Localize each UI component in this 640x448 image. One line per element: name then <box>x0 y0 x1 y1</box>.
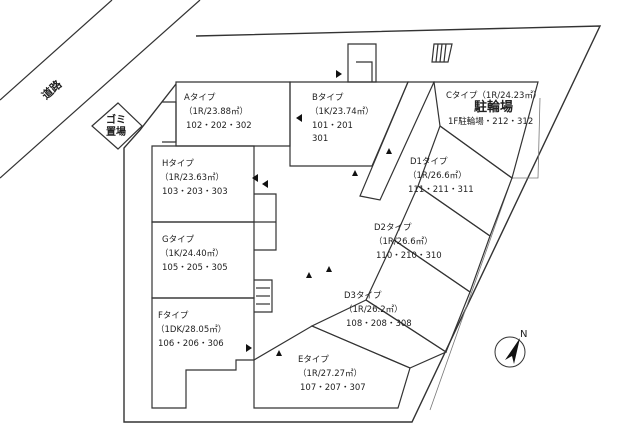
unit-d3-rooms: 108・208・308 <box>346 319 412 329</box>
site-boundary <box>123 25 602 423</box>
unit-F: Fタイプ （1DK/28.05㎡） 106・206・306 <box>156 311 226 349</box>
unit-G: Gタイプ （1K/24.40㎡） 105・205・305 <box>160 235 228 273</box>
unit-e-area: （1R/27.27㎡） <box>298 368 362 379</box>
unit-h-area: （1R/23.63㎡） <box>160 172 224 183</box>
unit-e-rooms: 107・207・307 <box>300 383 366 393</box>
road-label: 道路 <box>39 76 65 102</box>
unit-H: Hタイプ （1R/23.63㎡） 103・203・303 <box>160 159 228 197</box>
unit-d1-name: D1タイプ <box>410 157 448 167</box>
compass-label: N <box>520 329 527 340</box>
unit-d3-name: D3タイプ <box>344 291 382 301</box>
unit-b-name: Bタイプ <box>312 93 344 103</box>
road: 道路 <box>0 0 201 179</box>
unit-a-area: （1R/23.88㎡） <box>184 106 248 117</box>
unit-d1-rooms: 111・211・311 <box>408 185 474 195</box>
unit-D2: D2タイプ （1R/26.6㎡） 110・210・310 <box>374 223 442 261</box>
unit-c-name: Cタイプ（1R/24.23㎡） <box>446 90 541 101</box>
north-compass-icon: N <box>494 329 527 368</box>
unit-g-name: Gタイプ <box>162 235 195 245</box>
unit-h-rooms: 103・203・303 <box>162 187 228 197</box>
unit-E: Eタイプ （1R/27.27㎡） 107・207・307 <box>298 355 366 393</box>
inner-boundary <box>429 97 541 411</box>
entrance-markers <box>246 70 392 356</box>
building <box>151 43 539 409</box>
unit-d2-area: （1R/26.6㎡） <box>374 236 433 247</box>
unit-d1-area: （1R/26.6㎡） <box>408 170 467 181</box>
parking-label: 駐輪場 <box>474 99 513 115</box>
unit-b-rooms: 101・201 <box>312 121 353 131</box>
unit-c-rooms: 1F駐輪場・212・312 <box>448 116 533 127</box>
unit-D3: D3タイプ （1R/26.2㎡） 108・208・308 <box>344 291 412 329</box>
unit-A: Aタイプ （1R/23.88㎡） 102・202・302 <box>184 93 252 131</box>
unit-b-area: （1K/23.74㎡） <box>310 106 374 117</box>
unit-d2-name: D2タイプ <box>374 223 412 233</box>
unit-a-name: Aタイプ <box>184 93 216 103</box>
unit-g-area: （1K/24.40㎡） <box>160 248 224 259</box>
unit-f-rooms: 106・206・306 <box>158 339 224 349</box>
unit-b-rooms-2: 301 <box>312 134 328 144</box>
unit-e-name: Eタイプ <box>298 355 329 365</box>
unit-h-name: Hタイプ <box>162 159 194 169</box>
unit-C: Cタイプ（1R/24.23㎡） 駐輪場 1F駐輪場・212・312 <box>446 90 541 127</box>
garbage-area: ゴミ 置場 <box>91 102 143 150</box>
unit-a-rooms: 102・202・302 <box>186 121 252 131</box>
garbage-label-2: 置場 <box>106 125 126 138</box>
garbage-label-1: ゴミ <box>106 113 126 126</box>
unit-g-rooms: 105・205・305 <box>162 263 228 273</box>
unit-f-name: Fタイプ <box>158 311 189 321</box>
unit-D1: D1タイプ （1R/26.6㎡） 111・211・311 <box>408 157 474 195</box>
unit-f-area: （1DK/28.05㎡） <box>156 324 226 335</box>
unit-d2-rooms: 110・210・310 <box>376 251 442 261</box>
unit-d3-area: （1R/26.2㎡） <box>344 304 403 315</box>
unit-B: Bタイプ （1K/23.74㎡） 101・201 301 <box>310 93 374 144</box>
